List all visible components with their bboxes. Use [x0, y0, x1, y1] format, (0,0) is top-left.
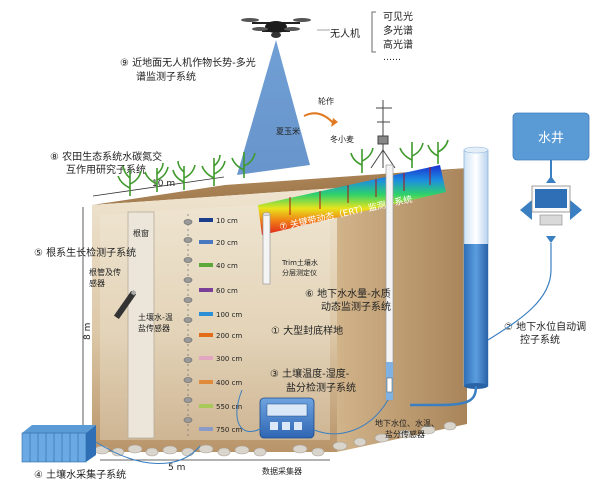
label-root-tube-line2: 感器 — [89, 278, 105, 288]
soil-water-collection-tank — [21, 425, 96, 463]
label-subsystem-9-line2: 谱监测子系统 — [136, 70, 196, 83]
label-soil-sensor-line1: 土壤水-温 — [138, 312, 173, 322]
label-gw-sensor-line1: 地下水位、水温、 — [375, 418, 439, 428]
depth-label-550: 550 cm — [216, 403, 242, 411]
drone-sensor-bracket — [371, 11, 376, 53]
weather-station-icon — [370, 100, 396, 169]
label-subsystem-8-line1: ⑧ 农田生态系统水碳氮交 — [50, 150, 162, 163]
label-subsystem-3-line1: ③ 土壤温度-湿度- — [270, 367, 350, 380]
drone-sensor-multispectral: 多光谱 — [383, 24, 413, 37]
depth-label-40: 40 cm — [216, 262, 238, 270]
label-trim-line2: 分层测定仪 — [282, 268, 317, 277]
depth-label-400: 400 cm — [216, 379, 242, 387]
depth-label-60: 60 cm — [216, 287, 238, 295]
crop-rotation-arrowhead — [331, 118, 338, 127]
gravel-bottom — [94, 421, 457, 457]
label-subsystem-5: ⑤ 根系生长检测子系统 — [34, 246, 136, 259]
drone-name: 无人机 — [330, 27, 360, 40]
depth-label-10: 10 cm — [216, 217, 238, 225]
crop-rotation-arrow — [303, 112, 335, 125]
regulation-pipe — [410, 385, 478, 407]
label-crop-rotation: 轮作 — [318, 96, 334, 106]
soil-side-face — [337, 168, 467, 452]
collection-pipe — [95, 441, 201, 464]
dimension-lines — [82, 176, 330, 461]
dimension-5m: 5 m — [168, 463, 185, 473]
drone-sensing-beam — [237, 40, 310, 175]
label-subsystem-1: ① 大型封底样地 — [271, 324, 343, 337]
ert-monitoring-band — [258, 165, 446, 235]
soil-sensor-chain — [183, 214, 193, 436]
groundwater-monitoring-tube — [385, 164, 394, 401]
control-line — [487, 243, 552, 341]
depth-label-300: 300 cm — [216, 355, 242, 363]
trim-tube — [262, 212, 271, 285]
dimension-8m: 8 m — [83, 323, 93, 340]
label-soil-sensor-line2: 盐传感器 — [138, 323, 170, 333]
label-trim-line1: Trim土壤水 — [281, 258, 318, 267]
data-logger-icon — [259, 397, 315, 439]
label-winter-wheat: 冬小麦 — [330, 134, 354, 144]
drone-sensor-visible: 可见光 — [383, 10, 413, 23]
depth-label-750: 750 cm — [216, 426, 242, 434]
label-gw-sensor-line2: 盐分传感器 — [385, 429, 425, 439]
label-subsystem-9-line1: ⑨ 近地面无人机作物长势-多光 — [120, 56, 256, 69]
label-subsystem-8-line2: 互作用研究子系统 — [66, 163, 146, 176]
data-logger-cable-2 — [313, 399, 389, 435]
label-subsystem-4: ④ 土壤水采集子系统 — [34, 468, 126, 481]
soil-top-surface — [92, 168, 467, 205]
drone-sensor-more: …… — [383, 53, 401, 63]
dimension-10m: 10 m — [152, 179, 175, 189]
label-summer-corn: 夏玉米 — [276, 126, 300, 136]
root-tube-sensor-icon — [113, 289, 137, 320]
root-window — [127, 211, 155, 439]
data-logger-cable — [236, 389, 263, 432]
label-subsystem-2-line2: 控子系统 — [520, 333, 560, 346]
label-subsystem-3-line2: 盐分检测子系统 — [286, 381, 356, 394]
label-subsystem-6-line2: 动态监测子系统 — [321, 300, 391, 313]
label-subsystem-2-line1: ② 地下水位自动调 — [504, 320, 586, 333]
drone-sensor-hyperspectral: 高光谱 — [383, 38, 413, 51]
drone-icon — [241, 18, 311, 38]
depth-label-100: 100 cm — [216, 311, 242, 319]
label-root-tube-line1: 根管及传 — [89, 267, 121, 277]
label-root-window: 根窗 — [133, 228, 149, 238]
label-subsystem-6-line1: ⑥ 地下水水量-水质 — [305, 287, 391, 300]
soil-glow — [100, 200, 330, 440]
computer-icon — [520, 176, 582, 243]
crop-plants — [117, 139, 449, 196]
depth-label-200: 200 cm — [216, 332, 242, 340]
label-data-logger: 数据采集器 — [262, 466, 302, 476]
depth-markers — [199, 218, 213, 431]
label-well: 水井 — [538, 131, 564, 146]
water-level-column — [463, 146, 489, 389]
depth-label-20: 20 cm — [216, 239, 238, 247]
